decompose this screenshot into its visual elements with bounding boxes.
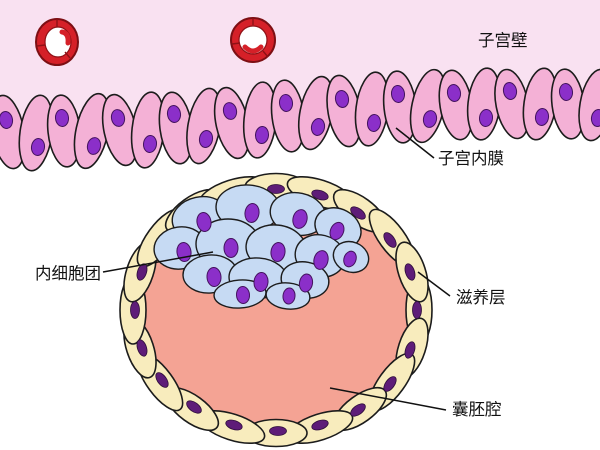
trophoblast-nuclei: [130, 184, 422, 436]
endometrium-pointer-line: [395, 127, 435, 159]
blastocoel-label: 囊胚腔: [452, 400, 502, 419]
red-blood-cell-icon: [242, 44, 264, 54]
uterine-wall-label: 子宫壁: [478, 31, 528, 50]
endometrium-label: 子宫内膜: [438, 149, 504, 168]
endometrium-nuclei: [0, 82, 600, 156]
trophoblast-label: 滋养层: [456, 288, 506, 307]
inner-cell-mass-nuclei: [176, 203, 357, 305]
blood-vessel-icon: [230, 17, 276, 63]
inner-cell-mass-label: 内细胞团: [35, 264, 101, 283]
trophoblast-pointer-line: [417, 271, 451, 297]
inner-cell-mass-pointer-line: [102, 251, 214, 273]
blastocoel-pointer-line: [329, 387, 447, 411]
red-blood-cell-icon: [59, 29, 71, 46]
blood-vessel-icon: [35, 18, 79, 66]
endometrium-cells: [0, 67, 600, 172]
